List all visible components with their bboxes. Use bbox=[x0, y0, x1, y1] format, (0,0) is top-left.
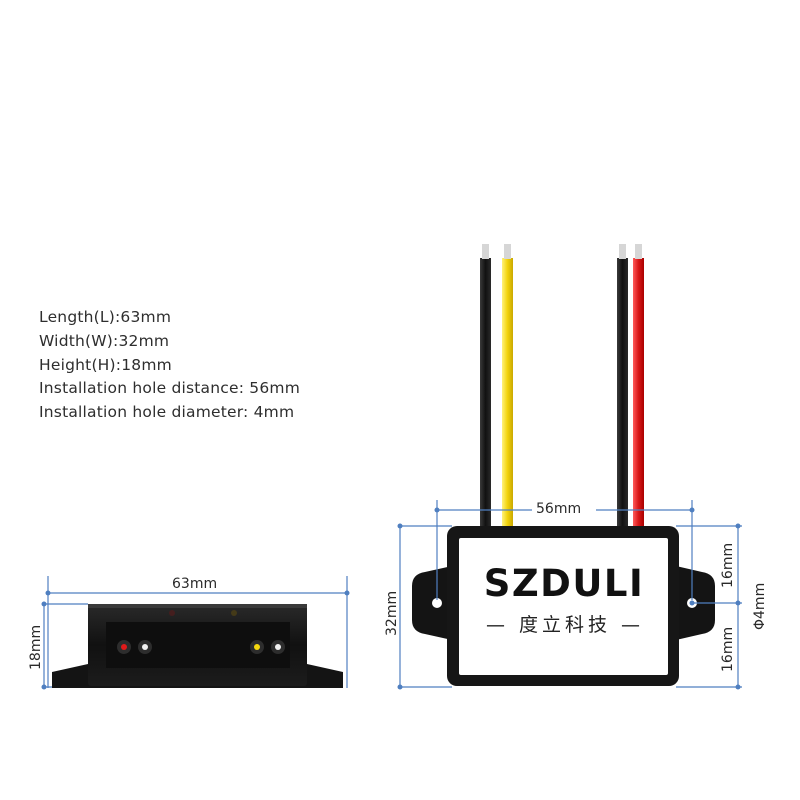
red-wire-end bbox=[121, 644, 127, 650]
spec-height: Height(H):18mm bbox=[39, 355, 172, 374]
side-view bbox=[41, 576, 350, 690]
hole-distance-label: 56mm bbox=[536, 501, 582, 517]
mount-hole-left bbox=[432, 598, 442, 608]
hole-diameter-label: Φ4mm bbox=[752, 582, 768, 630]
spec-list: Length(L):63mm Width(W):32mm Height(H):1… bbox=[39, 306, 300, 425]
brand-subtitle: — 度立科技 — bbox=[485, 614, 645, 636]
module-label bbox=[459, 538, 668, 675]
spec-hole-distance: Installation hole distance: 56mm bbox=[39, 379, 300, 398]
wire-black-right bbox=[617, 258, 628, 533]
top-view bbox=[397, 244, 742, 690]
half-width-top-label: 16mm bbox=[720, 542, 736, 588]
wire-red bbox=[633, 258, 644, 533]
wire-yellow bbox=[502, 258, 513, 533]
spec-length: Length(L):63mm bbox=[39, 308, 172, 326]
side-length-label: 63mm bbox=[172, 576, 218, 592]
spec-width: Width(W):32mm bbox=[39, 331, 170, 350]
side-wire-ends bbox=[117, 640, 285, 654]
spec-hole-diameter: Installation hole diameter: 4mm bbox=[39, 403, 295, 422]
half-width-bottom-label: 16mm bbox=[720, 626, 736, 672]
black-wire-end bbox=[142, 644, 148, 650]
black-wire-end-2 bbox=[275, 644, 281, 650]
width-label: 32mm bbox=[384, 590, 400, 636]
wire-black-left bbox=[480, 258, 491, 533]
brand-logo-text: SZDULI bbox=[483, 562, 645, 605]
yellow-wire-end bbox=[254, 644, 260, 650]
wires bbox=[480, 244, 644, 533]
side-height-label: 18mm bbox=[28, 624, 44, 670]
